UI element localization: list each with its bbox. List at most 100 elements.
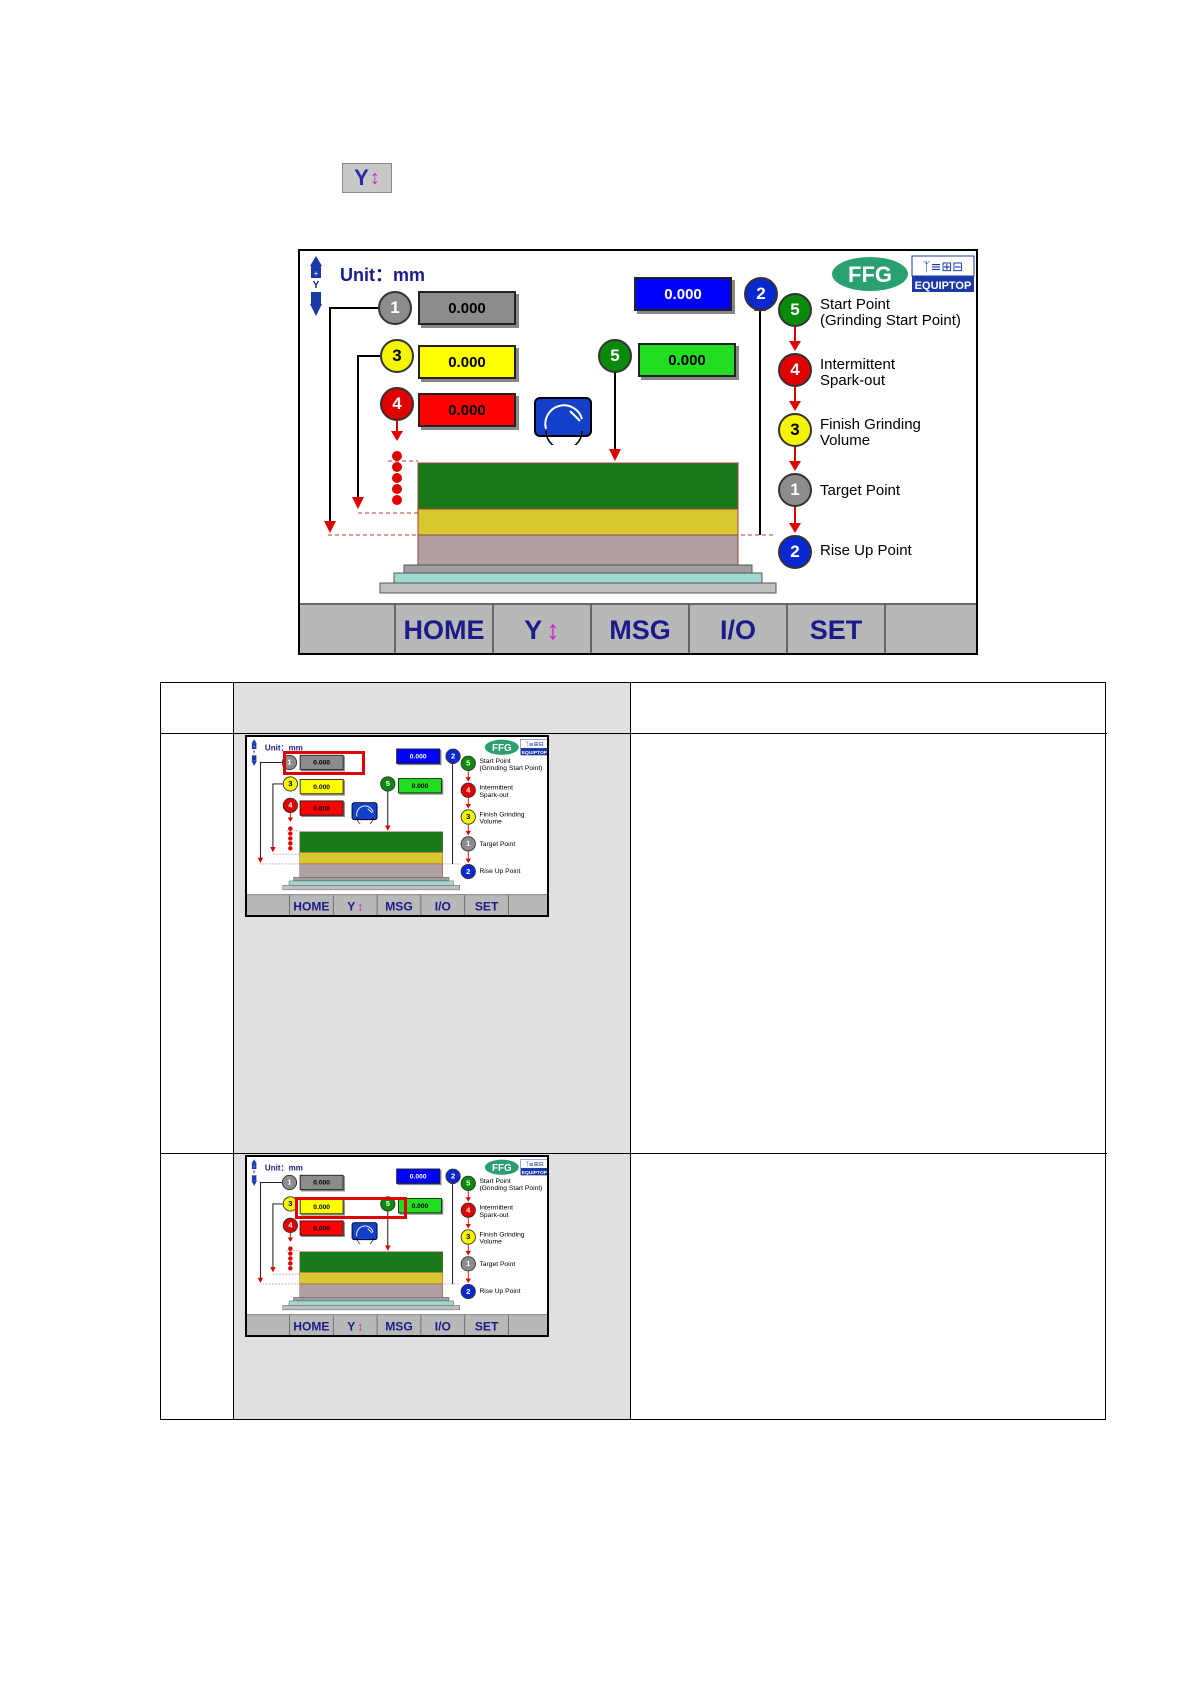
- io-button[interactable]: I/O: [688, 605, 786, 653]
- toolbar: HOME Y↕ MSG I/O SET: [247, 894, 547, 915]
- legend-start-point: Start Point(Grinding Start Point): [479, 1177, 543, 1192]
- msg-button[interactable]: MSG: [590, 605, 688, 653]
- legend-marker-5: 5: [778, 293, 812, 327]
- legend-rise-up-point: Rise Up Point: [820, 542, 912, 559]
- svg-text:ᛉ≡⊞⊟: ᛉ≡⊞⊟: [525, 1161, 543, 1168]
- toolbar-spacer-right: [884, 605, 976, 653]
- spark-out-value[interactable]: 0.000: [299, 1220, 344, 1236]
- rise-up-point-value[interactable]: 0.000: [396, 748, 441, 764]
- point-4-marker: 4: [282, 797, 298, 813]
- home-button[interactable]: HOME: [289, 895, 333, 915]
- y-axis-tab-label: Y: [524, 614, 543, 645]
- point-5-marker: 5: [380, 776, 396, 792]
- unit-label: Unit：mm: [264, 743, 303, 753]
- toolbar-spacer-right: [508, 1315, 547, 1335]
- svg-text:Y: Y: [253, 1170, 256, 1175]
- screen-content: + Y Unit：mm FFG ᛉ≡⊞⊟ EQUIPTOP: [300, 251, 976, 653]
- legend-target-point: Target Point: [479, 840, 516, 848]
- legend-marker-1: 1: [460, 1256, 476, 1272]
- svg-text:ᛉ≡⊞⊟: ᛉ≡⊞⊟: [525, 741, 543, 748]
- start-point-value[interactable]: 0.000: [638, 343, 736, 377]
- row-divider: [161, 1153, 1107, 1154]
- toolbar-spacer-left: [247, 1315, 290, 1335]
- msg-button[interactable]: MSG: [376, 1315, 421, 1335]
- rise-up-point-value[interactable]: 0.000: [396, 1168, 441, 1184]
- finish-grinding-value[interactable]: 0.000: [299, 779, 344, 795]
- toolbar: HOME Y↕ MSG I/O SET: [300, 603, 976, 653]
- y-axis-tab-button[interactable]: Y↕: [332, 895, 377, 915]
- grinding-wheel-icon[interactable]: [351, 802, 378, 824]
- spark-out-value[interactable]: 0.000: [418, 393, 516, 427]
- legend-marker-2: 2: [460, 863, 476, 880]
- thumbnail-screen-2: + Y Unit：mm FFG ᛉ≡⊞⊟ EQUIPTOP: [245, 1155, 549, 1337]
- io-button[interactable]: I/O: [420, 895, 465, 915]
- svg-text:+: +: [253, 745, 255, 749]
- y-axis-button[interactable]: Y↕: [342, 163, 392, 193]
- svg-text:FFG: FFG: [848, 262, 892, 287]
- highlight-target-point: [283, 751, 365, 775]
- y-axis-label: Y: [354, 165, 369, 190]
- ffg-equiptop-logo: FFG ᛉ≡⊞⊟ EQUIPTOP: [484, 739, 548, 756]
- legend-marker-3: 3: [778, 413, 812, 447]
- svg-text:Y: Y: [313, 280, 320, 291]
- svg-text:Y: Y: [253, 750, 256, 755]
- diagram-lines: [324, 299, 777, 594]
- point-5-marker: 5: [598, 339, 632, 373]
- svg-text:+: +: [253, 1165, 255, 1169]
- diagram-lines: [257, 1178, 460, 1311]
- legend-marker-3: 3: [460, 809, 476, 825]
- y-axis-tab-button[interactable]: Y↕: [492, 605, 590, 653]
- point-2-marker: 2: [744, 277, 778, 311]
- legend-target-point: Target Point: [479, 1260, 516, 1268]
- thumbnail-screen-1: + Y Unit：mm FFG ᛉ≡⊞⊟ EQUIPTOP: [245, 735, 549, 917]
- set-button[interactable]: SET: [786, 605, 884, 653]
- main-screen: + Y Unit：mm FFG ᛉ≡⊞⊟ EQUIPTOP: [298, 249, 978, 655]
- start-point-value[interactable]: 0.000: [398, 1198, 442, 1214]
- y-lever-icon[interactable]: + Y: [251, 1159, 258, 1187]
- legend-marker-3: 3: [460, 1229, 476, 1245]
- grinding-wheel-icon[interactable]: [534, 397, 592, 445]
- legend-target-point: Target Point: [820, 482, 901, 499]
- up-down-arrow-icon: ↕: [357, 1319, 364, 1333]
- finish-grinding-value[interactable]: 0.000: [418, 345, 516, 379]
- toolbar-spacer-left: [247, 895, 290, 915]
- y-lever-icon[interactable]: + Y: [308, 256, 324, 316]
- legend-rise-up-point: Rise Up Point: [479, 1287, 521, 1295]
- rise-up-point-value[interactable]: 0.000: [634, 277, 732, 311]
- toolbar-spacer-right: [508, 895, 547, 915]
- legend-rise-up-point: Rise Up Point: [479, 867, 521, 875]
- up-down-arrow-icon: ↕: [357, 899, 364, 913]
- y-axis-tab-label: Y: [347, 899, 356, 913]
- point-2-marker: 2: [445, 1168, 461, 1184]
- home-button[interactable]: HOME: [289, 1315, 333, 1335]
- target-point-value[interactable]: 0.000: [418, 291, 516, 325]
- svg-text:FFG: FFG: [492, 1163, 512, 1174]
- legend-marker-5: 5: [460, 1175, 476, 1191]
- target-point-value[interactable]: 0.000: [299, 754, 344, 771]
- y-lever-icon[interactable]: + Y: [251, 739, 258, 767]
- start-point-value[interactable]: 0.000: [398, 778, 442, 794]
- svg-text:EQUIPTOP: EQUIPTOP: [522, 750, 548, 756]
- home-button[interactable]: HOME: [394, 605, 492, 653]
- spark-out-value[interactable]: 0.000: [299, 800, 344, 816]
- point-1-marker: 1: [281, 1174, 298, 1191]
- point-1-marker: 1: [378, 291, 412, 325]
- y-axis-tab-button[interactable]: Y↕: [332, 1315, 377, 1335]
- legend-marker-2: 2: [460, 1283, 476, 1300]
- up-down-arrow-icon: ↕: [369, 166, 380, 189]
- set-button[interactable]: SET: [464, 895, 509, 915]
- grinding-wheel-icon[interactable]: [351, 1222, 378, 1244]
- legend-marker-4: 4: [778, 353, 812, 387]
- io-button[interactable]: I/O: [420, 1315, 465, 1335]
- ffg-equiptop-logo: FFG ᛉ≡⊞⊟ EQUIPTOP: [484, 1159, 547, 1176]
- msg-button[interactable]: MSG: [376, 895, 421, 915]
- screen-content: + Y Unit：mm FFG ᛉ≡⊞⊟ EQUIPTOP: [247, 1157, 547, 1335]
- target-point-value[interactable]: 0.000: [299, 1174, 344, 1191]
- point-5-marker: 5: [380, 1196, 396, 1212]
- set-button[interactable]: SET: [464, 1315, 509, 1335]
